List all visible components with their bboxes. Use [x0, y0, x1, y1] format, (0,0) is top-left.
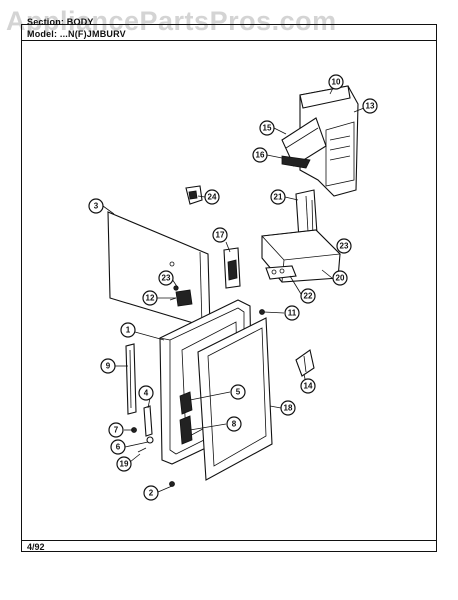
callout-13: 13	[362, 98, 378, 114]
callout-23-right: 23	[336, 238, 352, 254]
svg-text:9: 9	[106, 362, 111, 371]
callout-17: 17	[212, 227, 228, 243]
svg-text:15: 15	[263, 124, 272, 133]
side-bracket	[223, 247, 241, 289]
callout-24: 24	[204, 189, 220, 205]
callout-23-left: 23	[158, 270, 174, 286]
svg-text:12: 12	[146, 294, 155, 303]
callout-18: 18	[280, 400, 296, 416]
diagram-frame	[21, 24, 437, 552]
footer-divider	[21, 540, 437, 541]
callout-2: 2	[143, 485, 159, 501]
svg-text:20: 20	[336, 274, 345, 283]
header-divider	[21, 40, 437, 41]
door-glass	[197, 317, 273, 481]
watermark: AppliancePartsPros.com	[6, 6, 337, 36]
callout-3: 3	[88, 198, 104, 214]
section-label: Section: BODY	[27, 17, 94, 27]
model-label: Model: ...N(F)JMBURV	[27, 29, 126, 39]
callout-15: 15	[259, 120, 275, 136]
svg-text:11: 11	[288, 309, 297, 318]
svg-text:6: 6	[116, 443, 121, 452]
callout-16: 16	[252, 147, 268, 163]
callout-5: 5	[230, 384, 246, 400]
connector-block	[265, 265, 297, 280]
callout-1: 1	[120, 322, 136, 338]
svg-text:3: 3	[94, 202, 99, 211]
svg-text:23: 23	[162, 274, 171, 283]
svg-text:23: 23	[340, 242, 349, 251]
svg-text:16: 16	[256, 151, 265, 160]
revision-date: 4/92	[27, 542, 45, 552]
svg-text:13: 13	[366, 102, 375, 111]
callout-14: 14	[300, 378, 316, 394]
svg-text:8: 8	[232, 420, 237, 429]
screw	[259, 309, 265, 315]
callout-22: 22	[300, 288, 316, 304]
svg-text:21: 21	[274, 193, 283, 202]
callout-21: 21	[270, 189, 286, 205]
small-bracket	[185, 185, 203, 205]
svg-text:14: 14	[304, 382, 313, 391]
svg-text:5: 5	[236, 388, 241, 397]
svg-text:4: 4	[144, 389, 149, 398]
svg-text:24: 24	[208, 193, 217, 202]
callout-4: 4	[138, 385, 154, 401]
callout-10: 10	[328, 74, 344, 90]
mounting-bracket	[295, 349, 315, 377]
callout-9: 9	[100, 358, 116, 374]
svg-text:7: 7	[114, 426, 119, 435]
svg-text:22: 22	[304, 292, 313, 301]
svg-text:1: 1	[126, 326, 131, 335]
callout-6: 6	[110, 439, 126, 455]
callout-8: 8	[226, 416, 242, 432]
callout-20: 20	[332, 270, 348, 286]
svg-text:18: 18	[284, 404, 293, 413]
hinge-bar	[125, 343, 137, 415]
latch	[169, 289, 193, 307]
control-housing-assembly	[281, 85, 359, 197]
svg-text:10: 10	[332, 78, 341, 87]
svg-text:17: 17	[216, 231, 225, 240]
callout-12: 12	[142, 290, 158, 306]
svg-text:2: 2	[149, 489, 154, 498]
callout-19: 19	[116, 456, 132, 472]
back-panel	[107, 211, 211, 329]
callout-11: 11	[284, 305, 300, 321]
svg-text:19: 19	[120, 460, 129, 469]
callout-7: 7	[108, 422, 124, 438]
fasteners	[131, 427, 175, 487]
